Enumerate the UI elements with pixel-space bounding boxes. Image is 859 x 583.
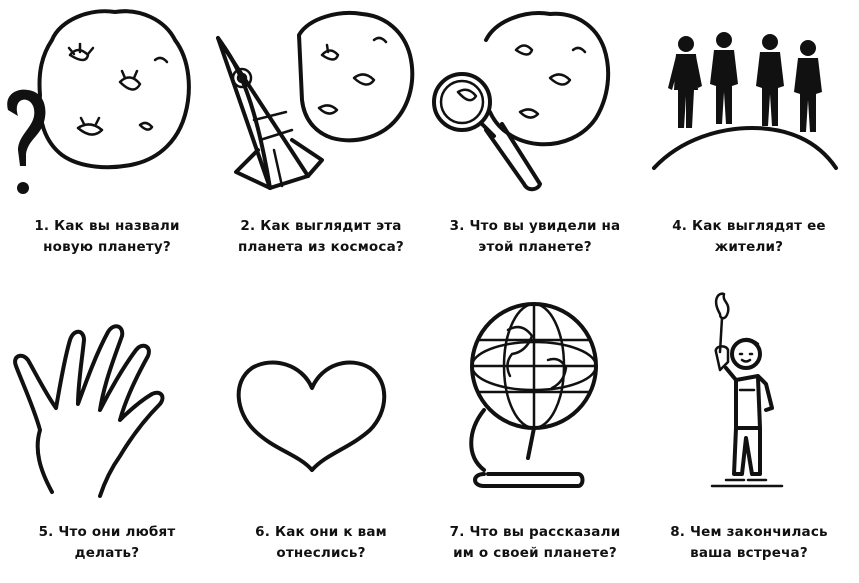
caption-3-line1: Что вы увидели на (469, 218, 621, 234)
caption-2-line2: планета из космоса? (238, 239, 404, 255)
caption-6: 6. Как они к вам отнеслись? (214, 522, 428, 564)
caption-2: 2. Как выглядит эта планета из космоса? (214, 216, 428, 258)
caption-8: 8. Чем закончилась ваша встреча? (642, 522, 856, 564)
caption-8-line1: Чем закончилась (690, 524, 828, 540)
caption-4-line2: жители? (714, 239, 784, 255)
panel-7: 7. Что вы рассказали им о своей планете? (428, 290, 642, 583)
planet-question-icon (7, 9, 191, 194)
caption-5-line1: Что они любят (58, 524, 176, 540)
caption-5: 5. Что они любят делать? (0, 522, 214, 564)
caption-4-number: 4. (672, 218, 688, 234)
caption-2-line1: Как выглядит эта (260, 218, 402, 234)
caption-6-line1: Как они к вам (274, 524, 387, 540)
caption-1-number: 1. (34, 218, 50, 234)
caption-1: 1. Как вы назвали новую планету? (0, 216, 214, 258)
caption-7-number: 7. (449, 524, 465, 540)
panel-8: 8. Чем закончилась ваша встреча? (642, 290, 856, 583)
caption-2-number: 2. (240, 218, 256, 234)
globe-icon (469, 302, 598, 488)
caption-7: 7. Что вы рассказали им о своей планете? (428, 522, 642, 564)
hand-icon (13, 324, 165, 498)
caption-8-number: 8. (670, 524, 686, 540)
caption-4-line1: Как выглядят ее (692, 218, 826, 234)
caption-3-line2: этой планете? (478, 239, 592, 255)
panel-5: 5. Что они любят делать? (0, 290, 214, 583)
caption-4: 4. Как выглядят ее жители? (642, 216, 856, 258)
panel-2: 2. Как выглядит эта планета из космоса? (214, 0, 428, 290)
panel-4: 4. Как выглядят ее жители? (642, 0, 856, 290)
rocket-planet-icon (216, 11, 415, 190)
caption-1-line2: новую планету? (43, 239, 171, 255)
caption-7-line1: Что вы рассказали (469, 524, 621, 540)
panel-6: 6. Как они к вам отнеслись? (214, 290, 428, 583)
caption-1-line1: Как вы назвали (54, 218, 180, 234)
panel-3: 3. Что вы увидели на этой планете? (428, 0, 642, 290)
caption-6-number: 6. (255, 524, 271, 540)
caption-5-line2: делать? (74, 545, 140, 561)
boy-with-flame-icon (710, 292, 784, 488)
inhabitants-icon (652, 32, 838, 170)
caption-5-number: 5. (38, 524, 54, 540)
magnifier-planet-icon (432, 11, 611, 192)
heart-icon (236, 360, 387, 472)
caption-8-line2: ваша встреча? (690, 545, 808, 561)
caption-3-number: 3. (449, 218, 465, 234)
caption-6-line2: отнеслись? (276, 545, 366, 561)
panel-1: 1. Как вы назвали новую планету? (0, 0, 214, 290)
caption-7-line2: им о своей планете? (453, 545, 617, 561)
caption-3: 3. Что вы увидели на этой планете? (428, 216, 642, 258)
